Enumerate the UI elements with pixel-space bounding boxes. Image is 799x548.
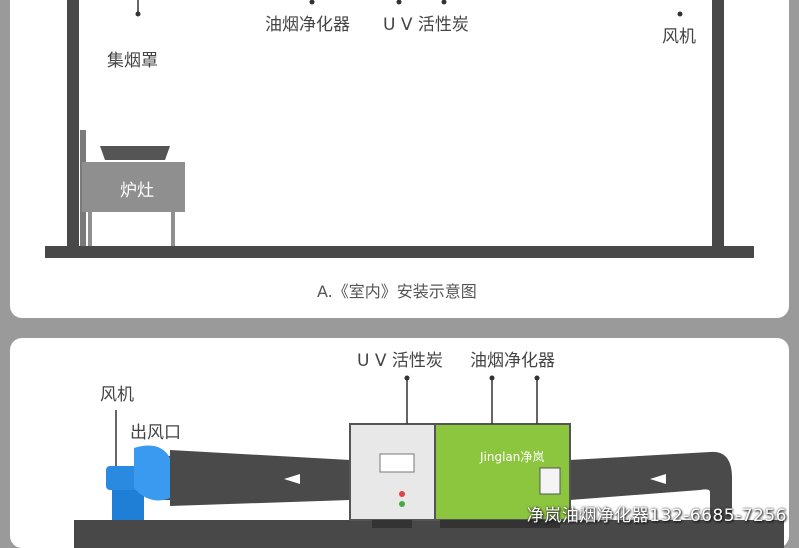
left-wall bbox=[67, 0, 79, 248]
fan-leader-dot bbox=[677, 11, 683, 17]
outdoor-uv-carbon-label: U V 活性炭 bbox=[357, 351, 443, 371]
purifier-brand-label: Jinglan净岚 bbox=[480, 450, 545, 464]
stove-leg-left bbox=[88, 212, 92, 246]
fan-label: 风机 bbox=[662, 27, 696, 47]
indoor-diagram-card: 集烟罩 油烟净化器 U V 活性炭 风机 炉灶 A.《室内》安装示意图 bbox=[10, 0, 789, 318]
uv-leader-dot bbox=[404, 375, 410, 381]
uv-unit-panel bbox=[379, 453, 415, 473]
uv-leader-dot-1 bbox=[396, 0, 402, 5]
flow-arrow-left bbox=[284, 474, 300, 484]
purifier-leader-dot bbox=[309, 0, 315, 5]
stove-body bbox=[82, 162, 185, 212]
indoor-diagram-drawing bbox=[45, 0, 754, 258]
hood-label: 集烟罩 bbox=[107, 51, 158, 71]
fan-motor bbox=[106, 466, 140, 490]
stove-label: 炉灶 bbox=[120, 181, 154, 201]
fan-stand bbox=[112, 488, 144, 520]
fan-housing bbox=[134, 445, 170, 501]
stove-leg-right bbox=[171, 212, 175, 246]
uv-leader-dot-2 bbox=[441, 0, 447, 5]
uv-unit-button-red bbox=[399, 491, 405, 497]
flow-arrow-right bbox=[650, 474, 666, 484]
outdoor-diagram-card: U V 活性炭 油烟净化器 风机 出风口 Jinglan净岚 bbox=[10, 338, 789, 548]
outlet-label: 出风口 bbox=[130, 423, 181, 443]
right-wall bbox=[712, 0, 724, 248]
purifier-leader-dot-2 bbox=[534, 375, 540, 381]
purifier-meter bbox=[539, 467, 561, 495]
purifier-base bbox=[440, 520, 560, 528]
stove-pot bbox=[100, 146, 170, 160]
floor bbox=[45, 246, 754, 258]
duct-right bbox=[570, 451, 732, 520]
purifier-label: 油烟净化器 bbox=[265, 15, 350, 35]
purifier-leader-dot-1 bbox=[489, 375, 495, 381]
hood-leader-dot bbox=[135, 11, 141, 17]
watermark-contact: 净岚油烟净化器132-6685-7256 bbox=[526, 506, 787, 526]
outdoor-purifier-label: 油烟净化器 bbox=[470, 351, 555, 371]
duct-left bbox=[170, 450, 350, 506]
uv-unit-base bbox=[372, 520, 412, 528]
uv-unit-button-green bbox=[399, 501, 405, 507]
outdoor-fan-label: 风机 bbox=[100, 385, 134, 405]
indoor-caption: A.《室内》安装示意图 bbox=[317, 282, 477, 301]
uv-carbon-label: U V 活性炭 bbox=[383, 15, 469, 35]
